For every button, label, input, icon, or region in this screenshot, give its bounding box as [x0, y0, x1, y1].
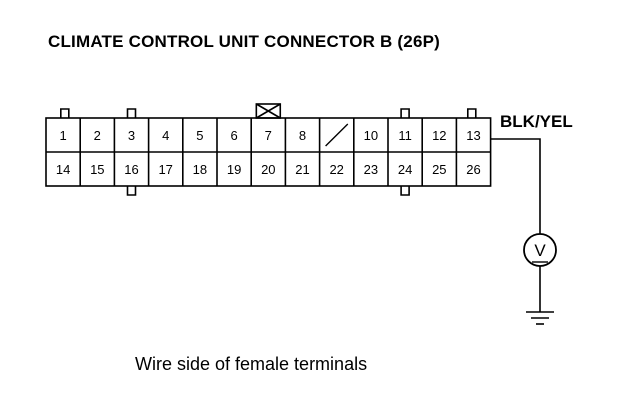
- connector-tab: [126, 108, 137, 118]
- pin-label: 8: [299, 128, 306, 143]
- pin-label: 26: [466, 162, 480, 177]
- diagram-title: CLIMATE CONTROL UNIT CONNECTOR B (26P): [48, 32, 440, 51]
- pin-label: 5: [196, 128, 203, 143]
- pin-label: 25: [432, 162, 446, 177]
- pin-label: 16: [124, 162, 138, 177]
- pin-label: 3: [128, 128, 135, 143]
- pin-label: 24: [398, 162, 412, 177]
- pin-label: 6: [230, 128, 237, 143]
- pin-label: 18: [193, 162, 207, 177]
- voltmeter-letter: V: [534, 241, 546, 260]
- pin-label: 22: [329, 162, 343, 177]
- pin-label: 11: [398, 128, 412, 143]
- pin-label: 14: [56, 162, 70, 177]
- pin-label: 4: [162, 128, 169, 143]
- pin-label: 1: [59, 128, 66, 143]
- voltmeter-symbol: V: [523, 233, 557, 267]
- connector-key: [255, 103, 282, 119]
- pin-label: 17: [158, 162, 172, 177]
- ground-icon: [526, 311, 554, 325]
- pin-label: 10: [364, 128, 378, 143]
- pin-label: 19: [227, 162, 241, 177]
- pin-label: 7: [265, 128, 272, 143]
- connector-body: [45, 103, 492, 196]
- connector-tab: [126, 186, 137, 196]
- connector-tab: [400, 186, 410, 196]
- pin-label: 20: [261, 162, 275, 177]
- pin-label: 12: [432, 128, 446, 143]
- connector-tab: [60, 108, 70, 118]
- diagram-caption: Wire side of female terminals: [135, 354, 368, 374]
- pin-label: 21: [295, 162, 309, 177]
- pin-label: 2: [94, 128, 101, 143]
- wire-color-label: BLK/YEL: [500, 112, 573, 131]
- pin-label: 13: [466, 128, 480, 143]
- wire-line: [491, 138, 541, 234]
- connector-key-cross: [255, 103, 281, 119]
- blank-cavity-mark: [325, 123, 349, 147]
- connector-tab: [400, 108, 410, 118]
- pin-label: 23: [364, 162, 378, 177]
- pin-label: 15: [90, 162, 104, 177]
- connector-tab: [466, 108, 477, 118]
